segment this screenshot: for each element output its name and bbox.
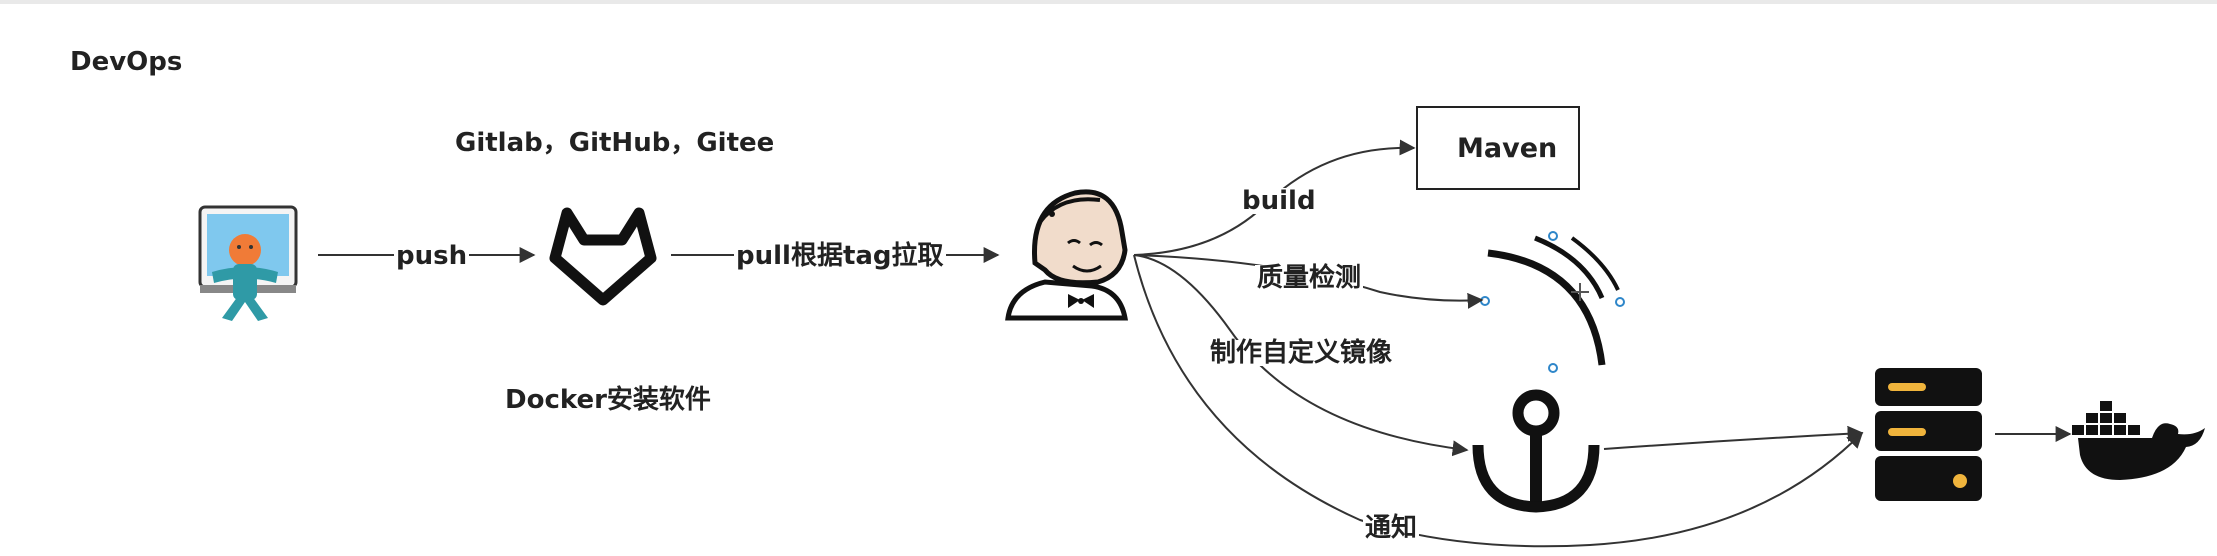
- edge-notify: [1133, 254, 1864, 548]
- edge-label-quality: 质量检测: [1255, 263, 1364, 293]
- docker-caption: Docker安装软件: [505, 385, 711, 415]
- edge-label-pull: pull根据tag拉取: [734, 241, 946, 271]
- maven-label: Maven: [1457, 133, 1558, 164]
- sonarqube-icon[interactable]: [1480, 231, 1625, 373]
- edge-label-push: push: [394, 241, 470, 271]
- gitlab-icon[interactable]: [549, 207, 657, 306]
- harbor-anchor-icon[interactable]: [1472, 389, 1600, 513]
- developer-computer-icon[interactable]: [198, 205, 298, 321]
- repo-caption: Gitlab，GitHub，Gitee: [455, 128, 775, 158]
- maven-box[interactable]: [1416, 106, 1580, 190]
- top-border: [0, 0, 2217, 4]
- jenkins-butler-icon[interactable]: [1005, 189, 1128, 321]
- docker-whale-icon[interactable]: [2072, 401, 2205, 480]
- edge-label-build: build: [1240, 186, 1318, 216]
- edge-harbor-server: [1603, 425, 1864, 450]
- edge-label-notify: 通知: [1363, 513, 1420, 543]
- server-icon[interactable]: [1875, 368, 1982, 501]
- page-title: DevOps: [70, 47, 183, 77]
- edge-label-custom-image: 制作自定义镜像: [1208, 338, 1395, 368]
